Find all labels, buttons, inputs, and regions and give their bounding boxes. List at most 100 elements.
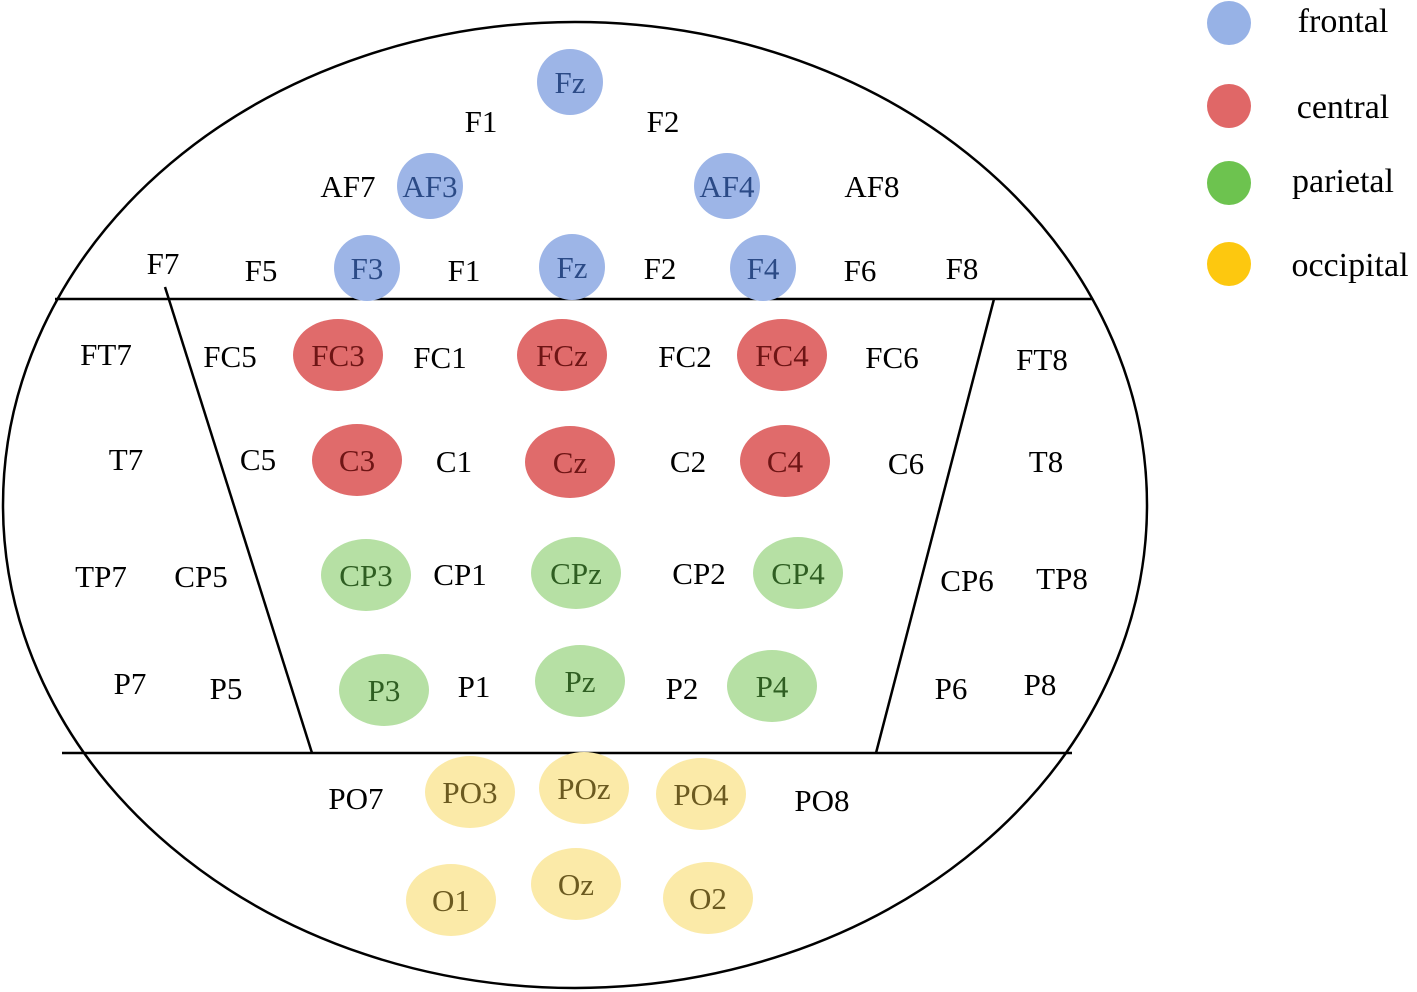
electrode-cp6: CP6 (940, 563, 993, 598)
electrode-cp2-label: CP2 (672, 556, 725, 591)
electrode-fc2: FC2 (658, 339, 711, 374)
electrode-cp5: CP5 (174, 559, 227, 594)
legend-item-central: central (1207, 84, 1389, 128)
electrode-tp7: TP7 (75, 559, 127, 594)
electrode-p4: P4 (727, 650, 817, 722)
electrode-fc4-marker (737, 319, 827, 391)
electrode-f3-marker (334, 235, 400, 301)
left-temporal-boundary-line (163, 286, 314, 754)
electrode-f2: F2 (647, 104, 680, 139)
electrode-f3: F3 (334, 235, 400, 301)
electrode-c2: C2 (670, 444, 706, 479)
electrode-t8: T8 (1029, 444, 1063, 479)
electrode-c1-label: C1 (436, 444, 472, 479)
electrode-c6: C6 (888, 446, 924, 481)
electrode-af4-marker (694, 153, 760, 219)
electrode-fc3: FC3 (293, 319, 383, 391)
electrode-c3: C3 (312, 424, 402, 496)
electrode-tp7-label: TP7 (75, 559, 127, 594)
legend-parietal-label: parietal (1292, 163, 1394, 200)
legend-item-frontal: frontal (1207, 1, 1388, 45)
electrode-fc1-label: FC1 (413, 340, 466, 375)
electrode-ft7: FT7 (80, 337, 132, 372)
electrode-po3-marker (425, 756, 515, 828)
legend-central-dot (1207, 84, 1251, 128)
electrode-ft7-label: FT7 (80, 337, 132, 372)
electrode-f7: F7 (147, 246, 180, 281)
electrode-po3: PO3 (425, 756, 515, 828)
electrode-po4-label: PO4 (673, 777, 729, 812)
electrode-cpz-marker (531, 537, 621, 609)
electrode-cp4: CP4 (753, 537, 843, 609)
electrode-f1-label: F1 (448, 253, 481, 288)
electrode-fcz: FCz (517, 319, 607, 391)
electrode-p6-label: P6 (935, 671, 968, 706)
electrode-cpz-label: CPz (550, 556, 602, 591)
electrode-f1: F1 (448, 253, 481, 288)
electrode-af3-label: AF3 (402, 169, 457, 204)
electrode-fz-marker (539, 234, 605, 300)
electrode-p3-label: P3 (368, 673, 401, 708)
head-outline (1, 20, 1149, 990)
electrode-f2: F2 (644, 251, 677, 286)
electrode-po3-label: PO3 (442, 775, 497, 810)
electrode-fcz-marker (517, 319, 607, 391)
electrode-oz-label: Oz (558, 867, 594, 902)
electrode-cp4-marker (753, 537, 843, 609)
legend-central-label: central (1297, 89, 1390, 126)
electrode-po7: PO7 (328, 781, 383, 816)
electrode-po8: PO8 (794, 783, 849, 818)
electrode-ft8: FT8 (1016, 342, 1068, 377)
electrode-p3-marker (339, 654, 429, 726)
electrode-cp2: CP2 (672, 556, 725, 591)
electrode-af3: AF3 (397, 153, 463, 219)
electrode-cp3-marker (321, 539, 411, 611)
electrode-o2: O2 (663, 862, 753, 934)
electrode-po4: PO4 (656, 758, 746, 830)
electrode-p2: P2 (666, 671, 699, 706)
electrode-c1: C1 (436, 444, 472, 479)
electrode-fz-label: Fz (557, 250, 588, 285)
electrode-cp3-label: CP3 (339, 558, 392, 593)
electrode-fc3-marker (293, 319, 383, 391)
electrode-f4-label: F4 (747, 251, 780, 286)
electrode-cz-label: Cz (553, 445, 587, 480)
electrode-pz-label: Pz (565, 664, 596, 699)
electrode-p7-label: P7 (114, 666, 147, 701)
electrode-f5-label: F5 (245, 253, 278, 288)
electrode-f6-label: F6 (844, 253, 877, 288)
electrode-f5: F5 (245, 253, 278, 288)
electrode-c5-label: C5 (240, 442, 276, 477)
electrode-fz: Fz (537, 49, 603, 115)
electrode-c4-label: C4 (767, 444, 804, 479)
electrode-c4-marker (740, 425, 830, 497)
electrode-af4-label: AF4 (699, 169, 755, 204)
legend-occipital-dot (1207, 242, 1251, 286)
electrode-c3-label: C3 (339, 443, 375, 478)
electrode-fc5-label: FC5 (203, 339, 256, 374)
electrode-f3-label: F3 (351, 251, 384, 286)
electrode-fcz-label: FCz (536, 338, 588, 373)
electrode-fc2-label: FC2 (658, 339, 711, 374)
electrode-o1: O1 (406, 864, 496, 936)
legend-parietal-dot (1207, 161, 1251, 205)
electrode-c6-label: C6 (888, 446, 924, 481)
electrode-af8-label: AF8 (844, 169, 899, 204)
electrode-poz-marker (539, 752, 629, 824)
electrode-o1-label: O1 (432, 883, 470, 918)
electrode-oz-marker (531, 848, 621, 920)
electrode-fc6-label: FC6 (865, 340, 918, 375)
electrode-poz-label: POz (557, 771, 610, 806)
electrode-p4-marker (727, 650, 817, 722)
electrode-cz-marker (525, 426, 615, 498)
electrode-fz-marker (537, 49, 603, 115)
electrode-po8-label: PO8 (794, 783, 849, 818)
electrode-c2-label: C2 (670, 444, 706, 479)
legend-item-occipital: occipital (1207, 242, 1409, 286)
electrode-af8: AF8 (844, 169, 899, 204)
electrode-p7: P7 (114, 666, 147, 701)
electrode-cp1-label: CP1 (433, 557, 486, 592)
electrode-af7: AF7 (320, 169, 375, 204)
